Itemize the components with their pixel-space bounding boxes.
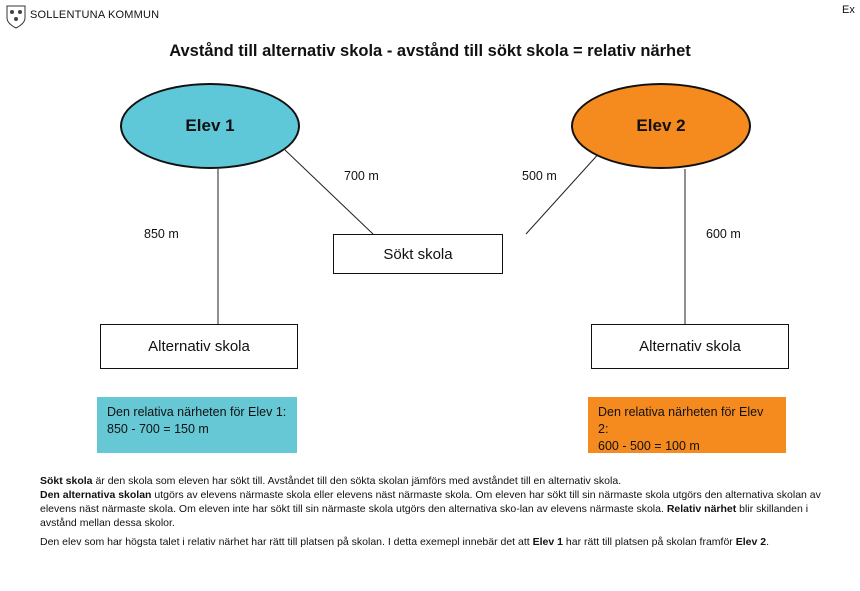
text-segment: Den elev som har högsta talet i relativ … [40, 536, 533, 548]
result-box-elev1: Den relativa närheten för Elev 1: 850 - … [97, 397, 297, 453]
term-elev2: Elev 2 [735, 536, 767, 548]
sought-school-box: Sökt skola [333, 234, 503, 274]
alternative-school-2-box: Alternativ skola [591, 324, 789, 369]
student-2-node: Elev 2 [571, 83, 751, 169]
term-alternative-school: Den alternativa skolan [40, 489, 152, 501]
result-elev2-label: Den relativa närheten för Elev 2: [598, 405, 764, 436]
line-elev2-sought [525, 149, 603, 235]
result-box-elev2: Den relativa närheten för Elev 2: 600 - … [588, 397, 786, 453]
explanation-paragraph-1: Sökt skola är den skola som eleven har s… [40, 474, 830, 530]
student-1-node: Elev 1 [120, 83, 300, 169]
page-title: Avstånd till alternativ skola - avstånd … [169, 42, 691, 60]
alternative-school-1-box: Alternativ skola [100, 324, 298, 369]
distance-elev1-alternative: 850 m [144, 227, 179, 241]
municipality-logo-icon [6, 5, 26, 29]
line-elev1-sought [284, 149, 374, 235]
result-elev2-calc: 600 - 500 = 100 m [598, 439, 700, 453]
distance-elev1-sought: 700 m [344, 169, 379, 183]
text-segment: blir skillanden i avstånd mellan dessa s… [40, 503, 809, 529]
text-segment: är den skola som eleven har sökt till. A… [92, 475, 622, 487]
term-elev1: Elev 1 [532, 536, 563, 548]
text-segment: . [766, 536, 769, 548]
distance-elev2-sought: 500 m [522, 169, 557, 183]
term-relative-proximity: Relativ närhet [666, 503, 737, 515]
distance-elev2-alternative: 600 m [706, 227, 741, 241]
result-elev1-label: Den relativa närheten för Elev 1: [107, 405, 287, 419]
explanation-paragraph-2: Den elev som har högsta talet i relativ … [40, 535, 830, 549]
result-elev1-calc: 850 - 700 = 150 m [107, 422, 209, 436]
corner-label: Ex [842, 4, 855, 16]
organization-name: SOLLENTUNA KOMMUN [30, 9, 160, 21]
term-sought-school: Sökt skola [40, 475, 93, 487]
text-segment: utgörs av elevens närmaste skola eller e… [40, 489, 821, 515]
text-segment: har rätt till platsen på skolan framför [562, 536, 736, 548]
